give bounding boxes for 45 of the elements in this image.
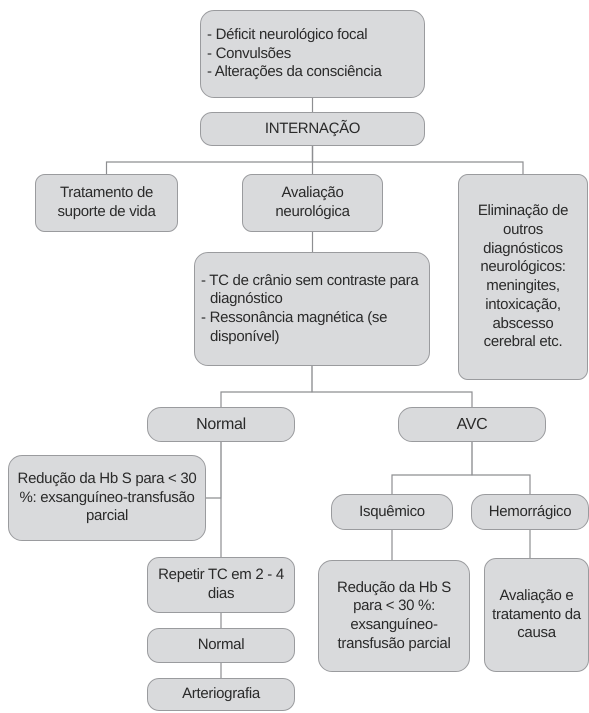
process-box [194,252,430,366]
box-text: Avaliação e tratamento da causa [491,586,582,644]
process-box [147,407,295,442]
box-text: Repetir TC em 2 - 4 dias [157,566,285,604]
box-text: Normal [196,414,246,434]
box-text: Arteriografia [182,685,260,704]
process-box [147,557,295,613]
connector-line [220,442,222,557]
process-box [484,558,589,672]
connector-line [391,530,393,560]
box-text: Eliminação de outros diagnósticos neurológicos: meningites, intoxicação, abscesso cerebral etc. [476,202,570,352]
connector-line [471,442,531,494]
process-box [147,678,295,711]
connector-line [311,366,473,407]
box-text: Hemorrágico [488,502,572,522]
process-box [200,10,425,98]
connector-line [312,146,524,174]
box-text: - Ressonância magnética (se disponível) [201,309,388,346]
connector-line [220,663,222,678]
process-box [147,628,295,663]
box-text: - Alterações da consciência [207,63,382,82]
connector-line [312,232,314,252]
connector-line [312,98,314,112]
process-box [8,455,206,541]
process-box [200,112,425,146]
process-box [242,174,383,232]
box-text: Redução da Hb S para < 30 %: exsanguíneo-transfusão parcial [16,470,198,526]
process-box [471,494,589,530]
box-text: AVC [456,414,488,434]
box-text: Redução da Hb S para < 30 %: exsanguíneo-transfusão parcial [336,578,452,654]
process-box [331,494,453,530]
connector-line [529,530,531,558]
box-text: Normal [198,636,244,655]
box-text: - Convulsões [207,44,292,64]
box-text: Isquêmico [359,502,425,522]
box-text: Tratamento de suporte de vida [56,184,157,222]
box-text: - TC de crânio sem contraste para diagnóstico [201,272,420,309]
connector-line [220,613,222,628]
process-box [318,560,470,672]
process-box [35,174,178,232]
box-text: Avaliação neurológica [274,184,351,222]
box-text: INTERNAÇÃO [264,120,360,138]
process-box [458,174,588,380]
process-box [398,407,546,442]
box-text: - Déficit neurológico focal [207,26,368,45]
